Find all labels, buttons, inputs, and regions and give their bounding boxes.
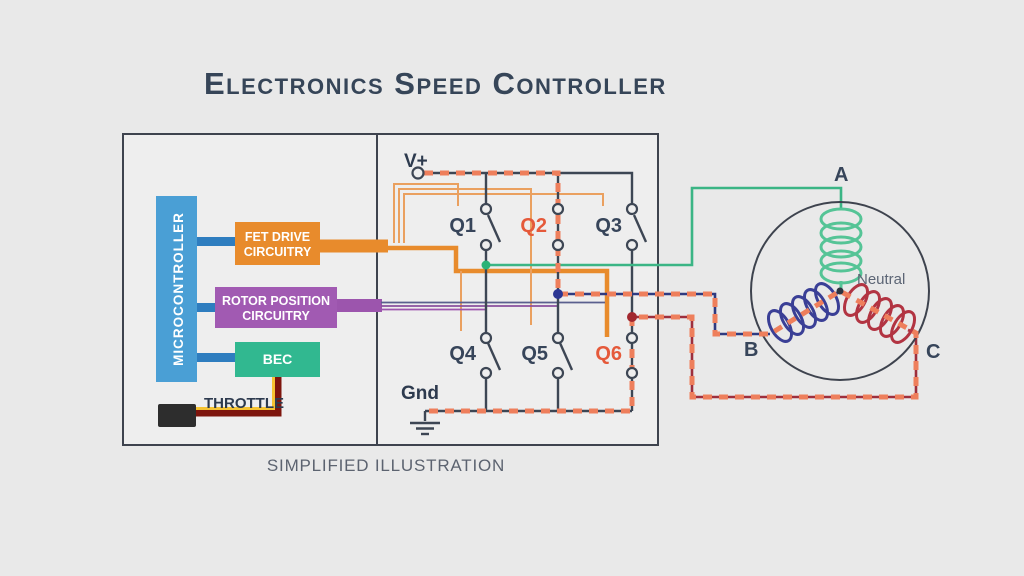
bec-block: BEC xyxy=(235,342,320,377)
rotor-sense-lines xyxy=(381,301,605,311)
q6-label: Q6 xyxy=(595,343,622,365)
fet-drive-label-1: FET DRIVE xyxy=(245,230,310,244)
ground-symbol xyxy=(410,411,440,436)
q5-label: Q5 xyxy=(521,343,548,365)
phase-b-label: B xyxy=(744,339,758,361)
switch-terminals xyxy=(411,166,639,380)
microcontroller-block: MICROCONTROLLER xyxy=(156,196,197,382)
q3-label: Q3 xyxy=(595,215,622,237)
neutral-node xyxy=(836,287,844,295)
fet-gate-lines xyxy=(393,183,604,331)
phase-a-label: A xyxy=(834,164,848,186)
phase-a-node xyxy=(481,260,491,270)
rotor-position-block: ROTOR POSITION CIRCUITRY xyxy=(215,287,337,328)
mc-rotor-connector xyxy=(197,303,215,312)
microcontroller-label: MICROCONTROLLER xyxy=(171,212,186,366)
rotor-label-1: ROTOR POSITION xyxy=(222,294,330,308)
page-title: Electronics Speed Controller xyxy=(204,66,667,101)
phase-b-node xyxy=(553,289,563,299)
phase-c-node xyxy=(627,312,637,322)
rotor-label-2: CIRCUITRY xyxy=(242,309,310,323)
bec-label: BEC xyxy=(263,351,293,367)
phase-a-wire xyxy=(486,186,843,267)
mc-fet-connector xyxy=(197,237,235,246)
fet-drive-box xyxy=(235,222,320,265)
bridge-box xyxy=(376,133,659,446)
v-plus-label: V+ xyxy=(404,151,428,172)
throttle-label: THROTTLE xyxy=(204,395,284,412)
gnd-label: Gnd xyxy=(401,383,439,404)
throttle-connector xyxy=(158,404,196,427)
rotor-position-box xyxy=(215,287,337,328)
phase-c-coil xyxy=(839,283,917,344)
q1-label: Q1 xyxy=(449,215,476,237)
current-path-dashed xyxy=(424,170,919,414)
rotor-output-bus xyxy=(337,299,382,312)
microcontroller-box xyxy=(156,196,197,382)
phase-a-coil xyxy=(819,207,863,289)
mc-bec-connector xyxy=(197,353,235,362)
neutral-label: Neutral xyxy=(857,271,905,288)
caption: SIMPLIFIED ILLUSTRATION xyxy=(267,456,505,475)
bec-box xyxy=(235,342,320,377)
throttle-wire-yellow xyxy=(196,377,275,410)
v-plus-terminal xyxy=(411,166,425,180)
throttle-wire-red xyxy=(196,377,282,417)
q2-label: Q2 xyxy=(520,215,547,237)
motor-outline xyxy=(750,201,930,381)
fet-drive-label-2: CIRCUITRY xyxy=(244,245,312,259)
fet-drive-block: FET DRIVE CIRCUITRY xyxy=(235,222,320,265)
phase-c-label: C xyxy=(926,341,940,363)
q4-label: Q4 xyxy=(449,343,477,365)
